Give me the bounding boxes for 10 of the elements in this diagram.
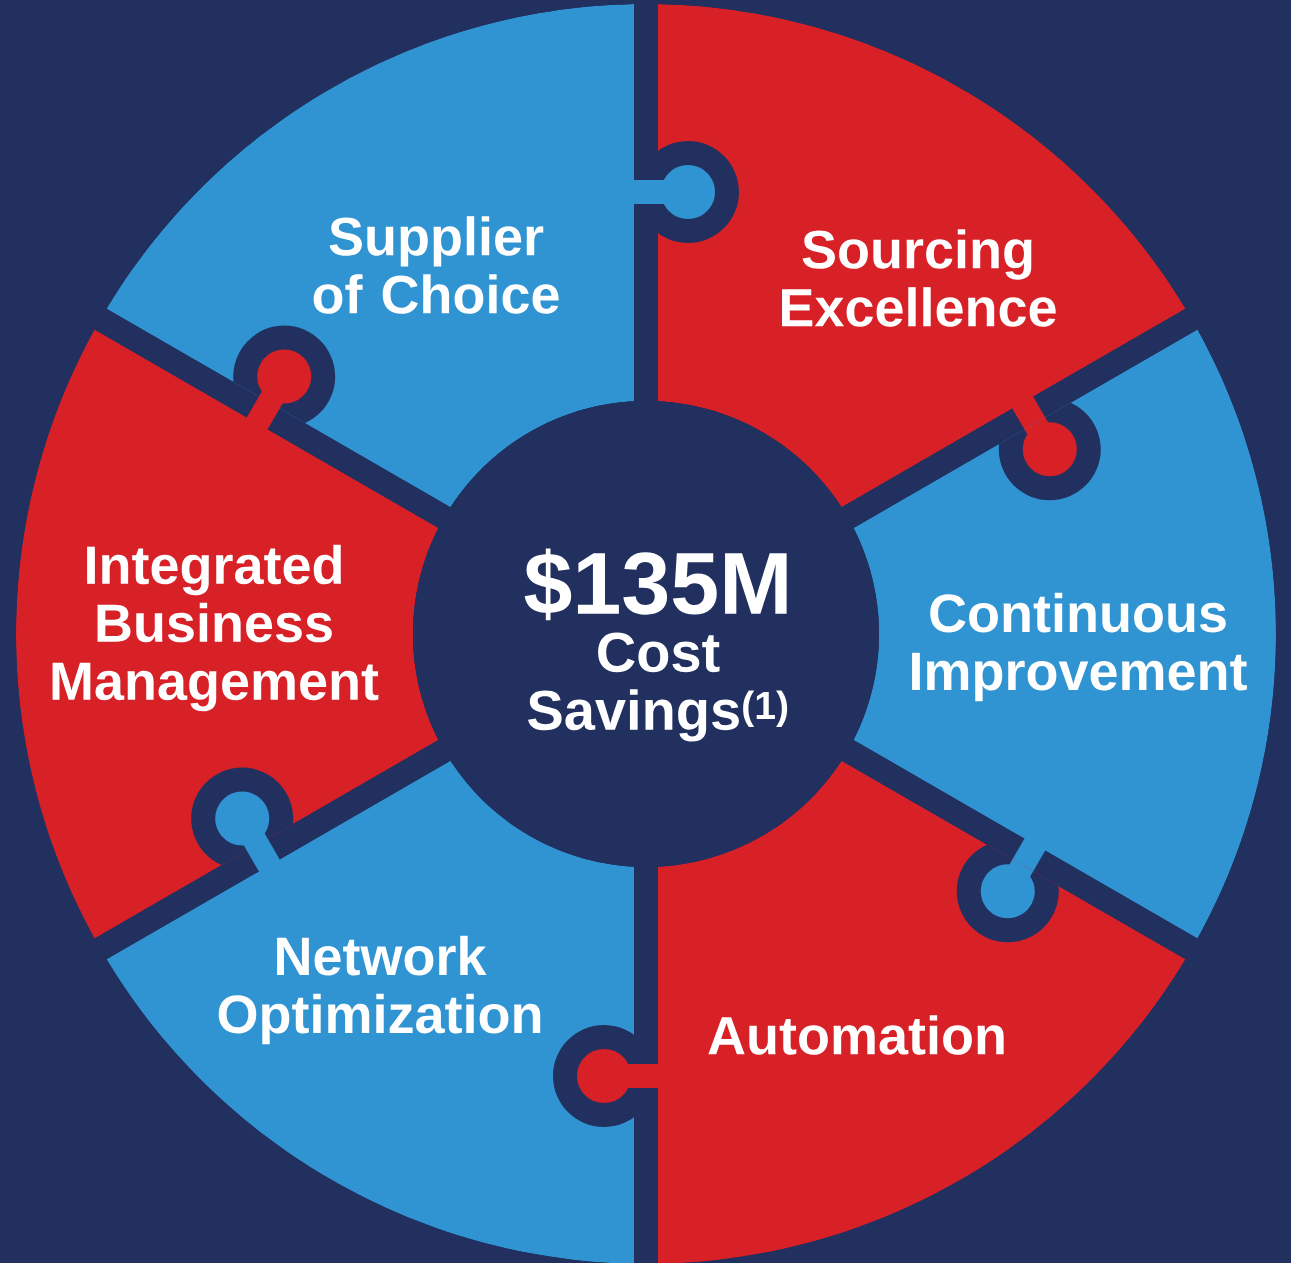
- node-label: Integrated Business Management: [52, 544, 379, 712]
- node-label: $135M: [524, 548, 787, 621]
- node-label: Continuous Improvement: [912, 592, 1247, 702]
- puzzle-piece: Sourcing Excellence: [658, 4, 1186, 508]
- node-label: Supplier of Choice: [313, 216, 559, 314]
- node-label: Automation: [708, 1015, 1004, 1055]
- puzzle-piece: Network Optimization: [106, 760, 634, 1263]
- puzzle-piece: Automation: [577, 760, 1186, 1263]
- node-label: Cost Savings$^{(1)}$: [528, 632, 788, 742]
- node-label: Sourcing Excellence: [782, 229, 1056, 327]
